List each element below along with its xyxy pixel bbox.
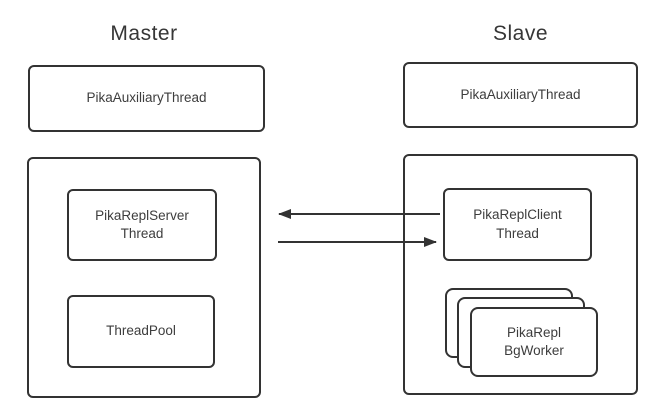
pika-repl-client-thread-box: PikaReplClient Thread	[443, 188, 592, 261]
slave-aux-thread-box: PikaAuxiliaryThread	[403, 62, 638, 128]
pika-repl-server-thread-box: PikaReplServer Thread	[67, 189, 217, 261]
pika-repl-bgworker-box: PikaRepl BgWorker	[470, 307, 598, 377]
master-title: Master	[110, 22, 178, 45]
master-aux-thread-box: PikaAuxiliaryThread	[28, 65, 265, 132]
slave-title: Slave	[492, 22, 549, 45]
threadpool-box: ThreadPool	[67, 295, 215, 368]
